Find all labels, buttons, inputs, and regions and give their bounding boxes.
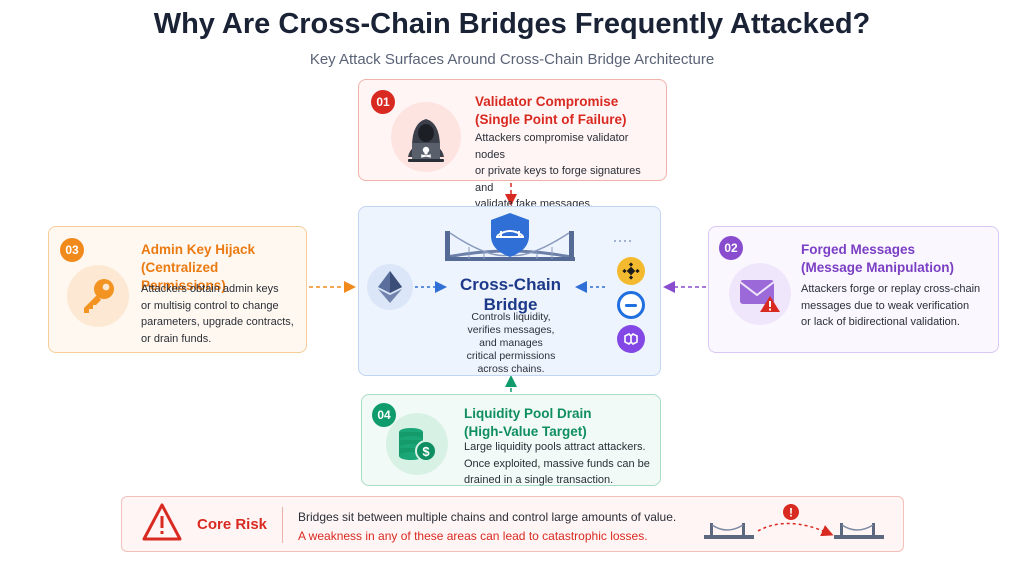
card-liquidity-pool-drain: 04 $ Liquidity Pool Drain (High-Value Ta… [361, 394, 661, 486]
card-description: Attackers forge or replay cross-chain me… [801, 281, 993, 331]
divider [282, 507, 283, 543]
card-title-line2: (Single Point of Failure) [475, 112, 627, 127]
bridge-title-line2: Bridge [483, 295, 538, 314]
page-subtitle: Key Attack Surfaces Around Cross-Chain B… [309, 51, 715, 68]
desc-line: across chains. [477, 363, 545, 375]
desc-line: or multisig control to change [141, 299, 279, 312]
desc-line: Attackers compromise validator nodes [475, 132, 629, 161]
card-title-line1: Forged Messages [801, 242, 916, 257]
hacker-laptop-icon [391, 102, 461, 172]
card-number-badge: 02 [719, 236, 743, 260]
card-forged-messages: 02 Forged Messages (Message Manipulation… [708, 226, 999, 353]
desc-line: or lack of bidirectional validation. [801, 316, 960, 328]
ethereum-icon [367, 264, 413, 310]
alert-icon: ! [783, 504, 799, 520]
key-icon [67, 265, 129, 327]
desc-line: Once exploited, massive funds can be [464, 457, 650, 470]
page-title: Why Are Cross-Chain Bridges Frequently A… [153, 8, 871, 40]
card-title: Forged Messages (Message Manipulation) [801, 241, 996, 277]
card-title-line2: (Centralized Permissions) [141, 260, 226, 293]
coin-stack-icon: $ [386, 413, 448, 475]
shield-icon [491, 213, 529, 257]
svg-text:!: ! [789, 506, 793, 520]
core-risk-text: Bridges sit between multiple chains and … [298, 510, 677, 524]
card-description: Attackers obtain admin keys or multisig … [141, 281, 301, 347]
card-validator-compromise: 01 Validator Compromise (Single Point of… [358, 79, 667, 210]
card-number-badge: 04 [372, 403, 396, 427]
warning-triangle-icon [142, 503, 182, 541]
card-title-line1: Admin Key Hijack [141, 242, 256, 257]
desc-line: drained in a single transaction. [464, 474, 614, 486]
desc-line: parameters, upgrade contracts, [141, 316, 294, 328]
card-title-line1: Liquidity Pool Drain [464, 406, 592, 421]
desc-line: and manages [479, 337, 543, 349]
desc-line: or drain funds. [141, 332, 212, 345]
bridge-description: Controls liquidity, verifies messages, a… [451, 311, 571, 376]
desc-line: Controls liquidity, [471, 311, 551, 323]
card-title-line2: (High-Value Target) [464, 424, 587, 439]
envelope-warning-icon [729, 263, 791, 325]
core-risk-graphics: ! [142, 503, 884, 541]
desc-line: messages due to weak verification [801, 299, 970, 312]
core-risk-warning-text: A weakness in any of these areas can lea… [298, 529, 648, 543]
desc-line: verifies messages, [467, 324, 555, 336]
polygon-icon [617, 325, 645, 353]
card-title-line1: Validator Compromise [475, 94, 619, 109]
broken-link-arrow [757, 522, 834, 537]
broken-bridge-left-icon [704, 523, 754, 539]
card-number-badge: 03 [60, 238, 84, 262]
desc-line: Large liquidity pools attract attackers. [464, 441, 646, 453]
card-title: Admin Key Hijack (Centralized Permission… [141, 241, 301, 295]
desc-line: or private keys to forge signatures and [475, 165, 641, 194]
core-risk-banner: ! Core Risk Bridges sit between multiple… [121, 496, 904, 552]
card-title: Validator Compromise (Single Point of Fa… [475, 93, 660, 129]
card-title: Liquidity Pool Drain (High-Value Target) [464, 405, 654, 441]
desc-line: Attackers forge or replay cross-chain [801, 283, 981, 295]
desc-line: Attackers obtain admin keys [141, 283, 279, 295]
cross-chain-bridge-box: Cross-Chain Bridge Controls liquidity, v… [358, 206, 661, 376]
broken-bridge-right-icon [834, 523, 884, 539]
bridge-illustration [415, 213, 634, 293]
bnb-icon [617, 257, 645, 285]
card-description: Large liquidity pools attract attackers.… [464, 439, 659, 489]
core-risk-label: Core Risk [197, 516, 268, 533]
svg-text:$: $ [422, 444, 430, 459]
card-description: Attackers compromise validator nodes or … [475, 130, 661, 213]
circle-chain-icon [617, 291, 645, 319]
card-admin-key-hijack: 03 Admin Key Hijack (Centralized Permiss… [48, 226, 307, 353]
desc-line: critical permissions [466, 350, 556, 362]
bridge-title: Cross-Chain Bridge [359, 275, 662, 315]
card-title-line2: (Message Manipulation) [801, 260, 955, 275]
bridge-title-line1: Cross-Chain [459, 275, 562, 294]
card-number-badge: 01 [371, 90, 395, 114]
